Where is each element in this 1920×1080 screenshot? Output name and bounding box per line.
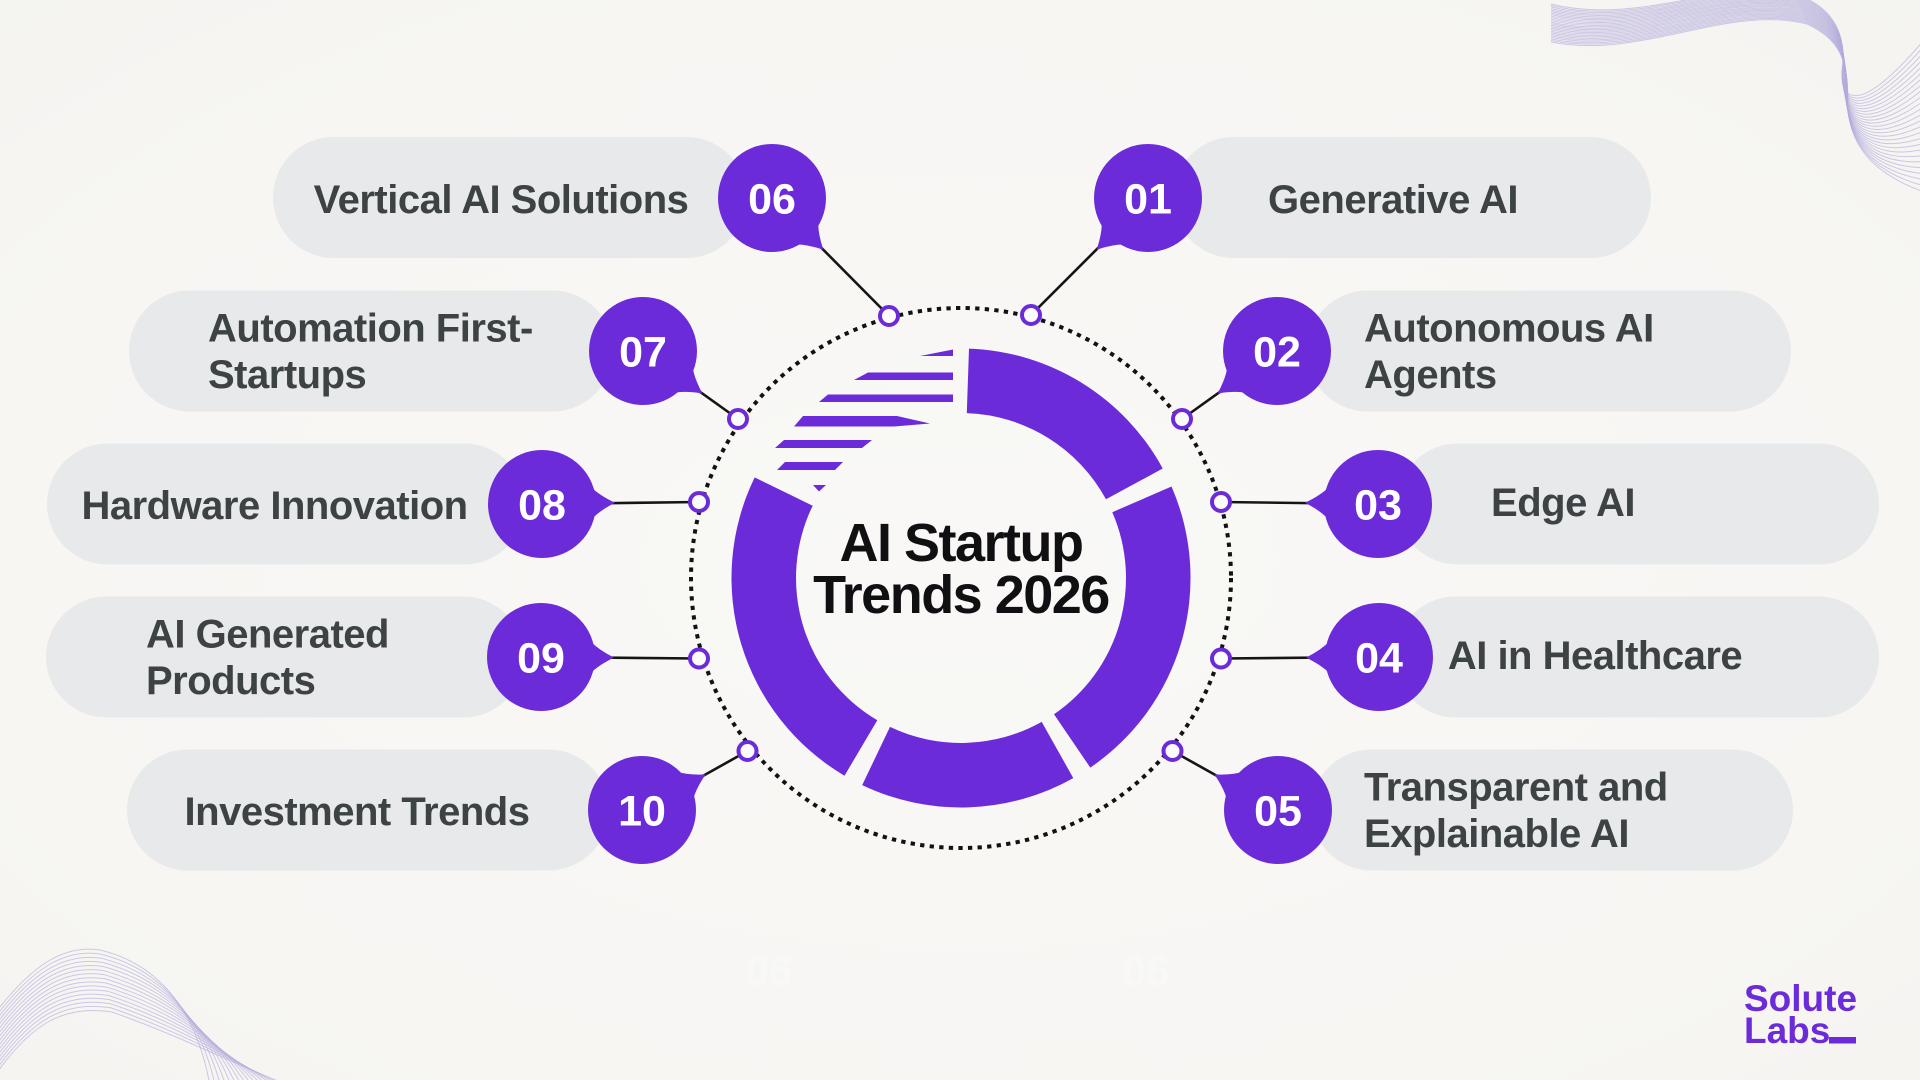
svg-text:Investment Trends: Investment Trends	[185, 790, 530, 834]
svg-text:06: 06	[748, 176, 796, 224]
svg-text:Hardware Innovation: Hardware Innovation	[81, 484, 467, 528]
svg-text:06: 06	[1123, 947, 1170, 994]
svg-text:Automation First-: Automation First-	[208, 307, 533, 351]
svg-text:AI in Healthcare: AI in Healthcare	[1448, 634, 1742, 678]
svg-text:Vertical AI Solutions: Vertical AI Solutions	[314, 178, 689, 222]
svg-text:Labs: Labs	[1744, 1010, 1830, 1051]
svg-text:06: 06	[746, 947, 793, 994]
svg-text:10: 10	[618, 788, 666, 836]
svg-text:Generative AI: Generative AI	[1268, 178, 1518, 222]
svg-text:AI Generated: AI Generated	[146, 613, 389, 657]
svg-text:Transparent and: Transparent and	[1364, 766, 1668, 810]
svg-text:Products: Products	[146, 659, 315, 703]
svg-text:09: 09	[517, 635, 565, 683]
svg-text:03: 03	[1354, 482, 1402, 530]
svg-text:02: 02	[1253, 329, 1301, 377]
svg-text:Edge AI: Edge AI	[1491, 481, 1635, 525]
svg-text:Trends 2026: Trends 2026	[813, 565, 1109, 625]
svg-text:04: 04	[1355, 635, 1403, 683]
svg-text:Startups: Startups	[208, 353, 366, 397]
svg-text:Solute: Solute	[1744, 978, 1857, 1019]
svg-text:07: 07	[619, 329, 667, 377]
svg-text:05: 05	[1254, 788, 1302, 836]
svg-text:AI Startup: AI Startup	[839, 513, 1082, 573]
svg-text:Explainable AI: Explainable AI	[1364, 812, 1629, 856]
svg-text:Agents: Agents	[1364, 353, 1497, 397]
svg-text:08: 08	[518, 482, 566, 530]
svg-text:Autonomous AI: Autonomous AI	[1364, 307, 1654, 351]
svg-text:01: 01	[1124, 176, 1172, 224]
